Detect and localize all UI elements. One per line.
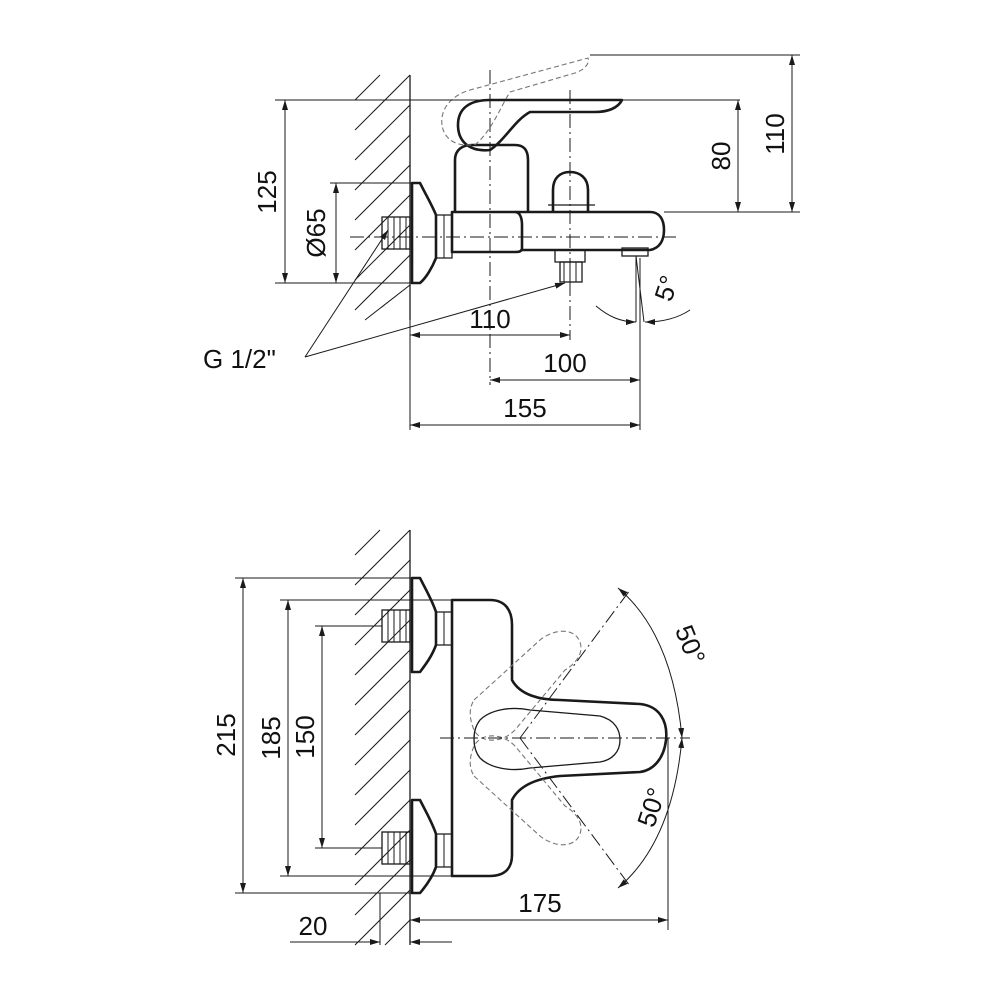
thread-label: G 1/2" — [203, 344, 276, 374]
dim-100-label: 100 — [543, 348, 586, 378]
diverter-knob — [551, 170, 590, 212]
dim-110-vertical-label: 110 — [760, 113, 790, 154]
angle-50-lower-label: 50° — [631, 784, 672, 831]
lever-ghost-lower — [469, 735, 582, 846]
dim-185-label: 185 — [256, 716, 286, 759]
lever-raised-ghost — [441, 57, 589, 146]
side-view: 125 Ø65 80 110 G 1/2" 110 100 155 5° — [203, 54, 800, 430]
lever-slot — [473, 707, 621, 771]
wall-flange — [410, 181, 438, 285]
dim-125-label: 125 — [252, 170, 282, 213]
lever-axis-upper — [519, 589, 631, 739]
dim-diameter-label: Ø65 — [301, 208, 331, 257]
mixer-body — [450, 210, 524, 254]
lever-axis-lower — [519, 737, 631, 887]
dim-215-label: 215 — [211, 713, 241, 756]
dim-20-label: 20 — [299, 911, 328, 941]
lever-handle — [456, 98, 624, 152]
lever-ghost-upper — [469, 630, 582, 741]
flange-upper — [410, 576, 438, 674]
dim-150-label: 150 — [290, 715, 320, 758]
angle-50-upper-label: 50° — [669, 621, 712, 669]
dim-155-label: 155 — [503, 393, 546, 423]
wall-hatch-bottom — [354, 529, 411, 946]
spout — [515, 210, 666, 252]
flange-lower — [410, 798, 438, 895]
inlet-thread-upper — [381, 609, 411, 643]
dim-80-label: 80 — [706, 142, 736, 171]
dim-110-horizontal-label: 110 — [469, 304, 510, 334]
top-view: 215 185 150 175 20 50° 50° — [211, 529, 712, 946]
inlet-thread-lower — [381, 831, 411, 865]
dim-175-label: 175 — [518, 888, 561, 918]
angle-5-label: 5° — [648, 272, 684, 305]
